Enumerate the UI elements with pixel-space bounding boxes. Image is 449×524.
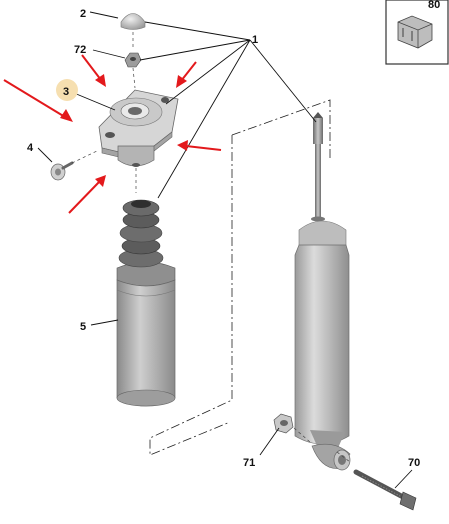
attention-arrows: [3, 54, 222, 214]
nut-72: [124, 52, 142, 68]
dust-boot-5: [116, 261, 176, 407]
cap-2: [120, 13, 146, 30]
highlight-badge: [56, 79, 78, 101]
assembly-outline: [149, 99, 331, 456]
alignment-lines: [71, 32, 351, 463]
nut-71: [273, 413, 294, 434]
clip-fastener-icon: [397, 15, 433, 49]
label-2: 2: [80, 8, 86, 20]
screw-4: [50, 161, 74, 181]
leader-lines: [37, 11, 413, 489]
label-80: 80: [428, 0, 440, 11]
label-5: 5: [80, 321, 86, 333]
label-1: 1: [252, 34, 258, 46]
shock-absorber: [294, 112, 351, 471]
bump-stop: [118, 199, 164, 268]
bolt-70: [353, 469, 417, 511]
label-3: 3: [63, 86, 69, 98]
label-4: 4: [27, 142, 34, 154]
label-71: 71: [243, 457, 255, 469]
top-mount-3: [98, 89, 179, 167]
label-70: 70: [408, 457, 420, 469]
inset-80: 80: [385, 0, 449, 65]
label-72: 72: [74, 44, 86, 56]
